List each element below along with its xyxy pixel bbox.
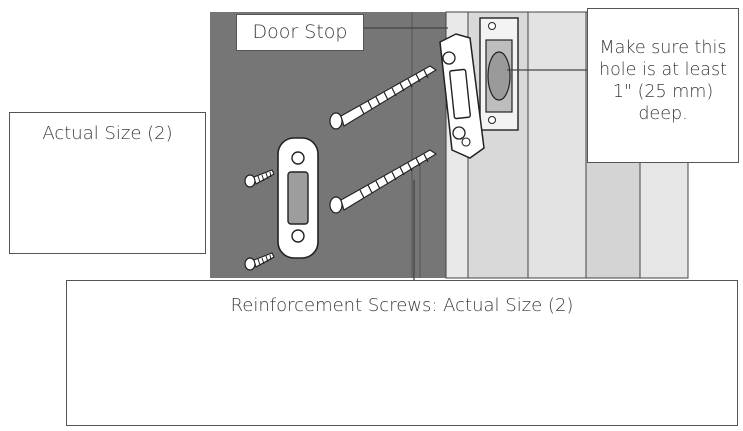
short-screw-lower [244,252,275,271]
long-screw-lower [329,149,438,214]
actual-size-callout: Actual Size (2) [9,112,206,254]
actual-size-label: Actual Size (2) [42,123,173,144]
hole-depth-callout: Make sure this hole is at least 1" (25 m… [587,8,739,163]
reinforcement-callout: Reinforcement Screws: Actual Size (2) [66,280,738,426]
strike-plate-front [277,137,319,259]
jamb-mortise [479,17,519,131]
hole-depth-label: Make sure this hole is at least 1" (25 m… [598,38,727,124]
jamb-strike-plate [439,33,485,159]
door-stop-label: Door Stop [252,21,348,43]
door-surface [210,12,446,278]
long-screw-upper [329,65,438,130]
short-screw-upper [244,169,275,188]
door-stop-callout: Door Stop [236,14,364,51]
reinforcement-label: Reinforcement Screws: Actual Size (2) [230,295,574,316]
